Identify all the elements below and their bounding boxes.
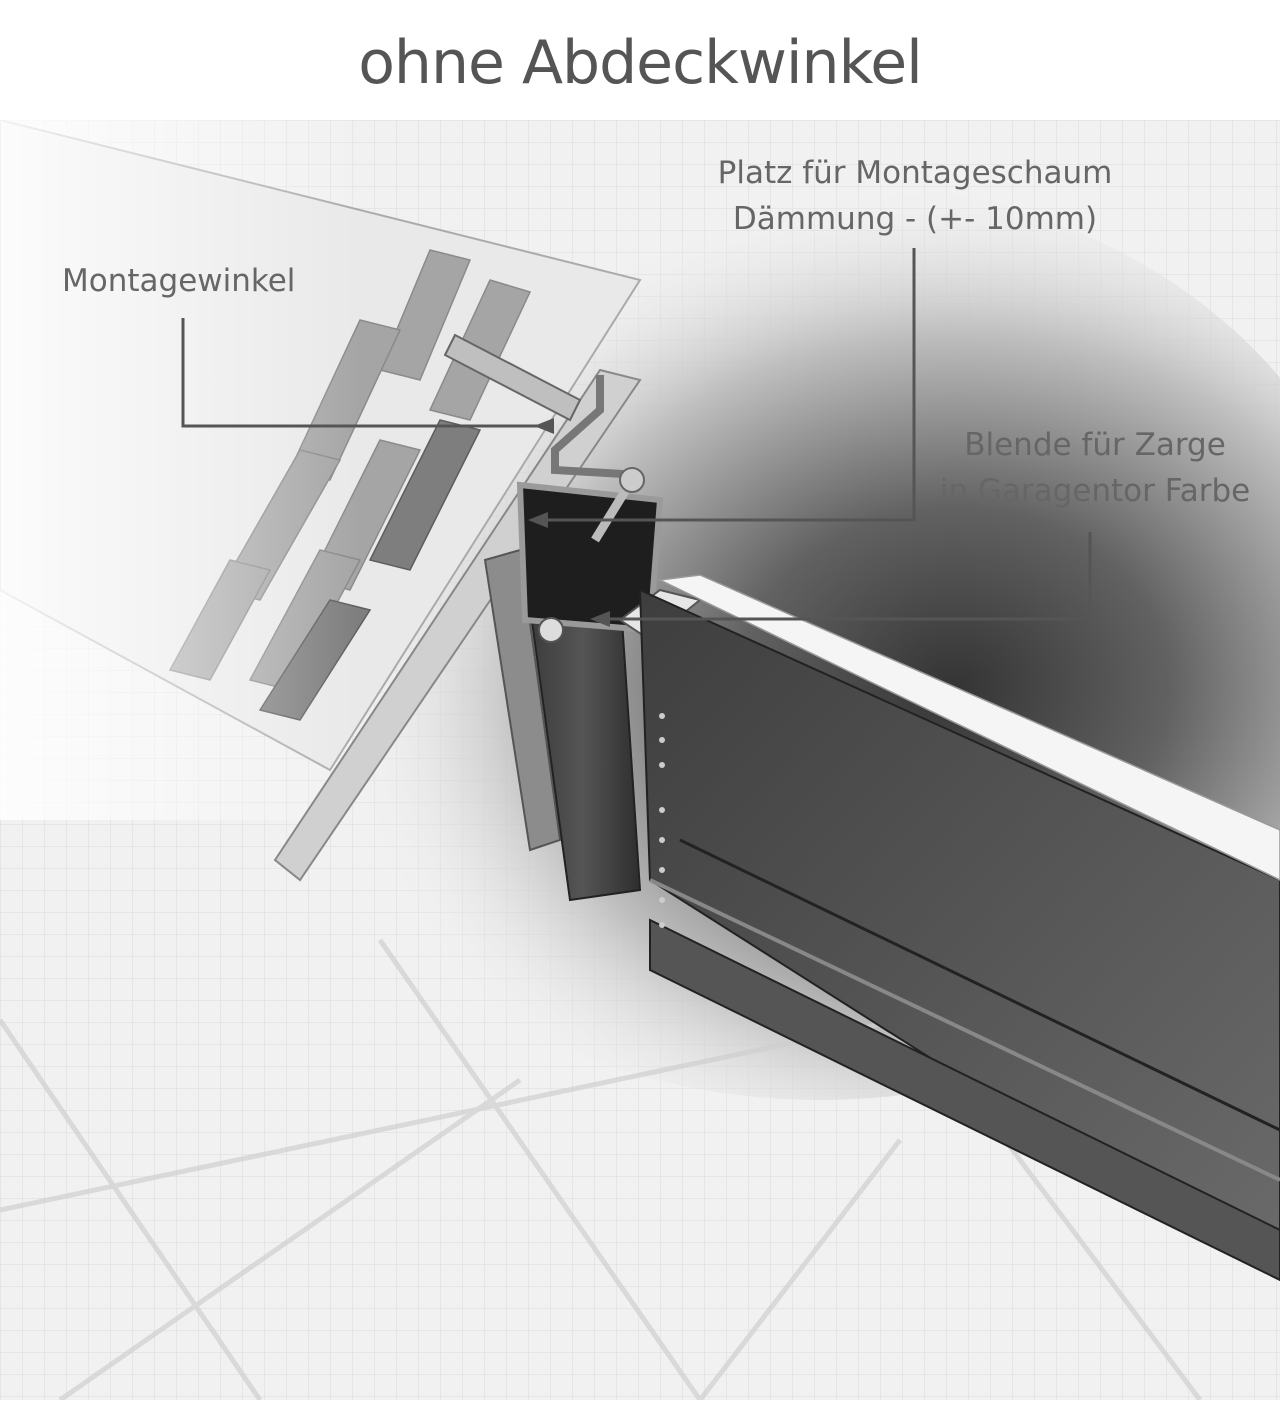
mounting-bracket: [551, 375, 641, 479]
garage-door-panel: [638, 574, 1280, 1282]
leader-arrowheads: [528, 418, 610, 627]
label-blende: Blende für Zarge in Garagentor Farbe: [932, 422, 1258, 514]
installation-diagram: Montagewinkel Platz für Montageschaum Dä…: [0, 118, 1280, 1403]
hinge-pin: [538, 617, 564, 643]
label-blende-line1: Blende für Zarge: [964, 427, 1226, 463]
leader-schaum: [540, 248, 916, 522]
leader-blende: [600, 532, 1092, 621]
label-montageschaum-line1: Platz für Montageschaum: [717, 155, 1113, 191]
label-montageschaum: Platz für Montageschaum Dämmung - (+- 10…: [705, 150, 1125, 242]
label-montageschaum-line2: Dämmung - (+- 10mm): [732, 201, 1098, 237]
wall-block: [0, 118, 642, 820]
leader-lines: [181, 248, 1092, 621]
header: ohne Abdeckwinkel: [0, 0, 1280, 120]
foam-strip: [483, 548, 562, 852]
leader-montagewinkel: [181, 318, 548, 428]
label-montagewinkel: Montagewinkel: [62, 263, 296, 299]
dowel: [443, 333, 582, 422]
screw: [591, 467, 645, 543]
diagram-illustration: [0, 118, 1280, 1403]
label-blende-line2: in Garagentor Farbe: [939, 473, 1251, 509]
page-title: ohne Abdeckwinkel: [358, 28, 923, 98]
